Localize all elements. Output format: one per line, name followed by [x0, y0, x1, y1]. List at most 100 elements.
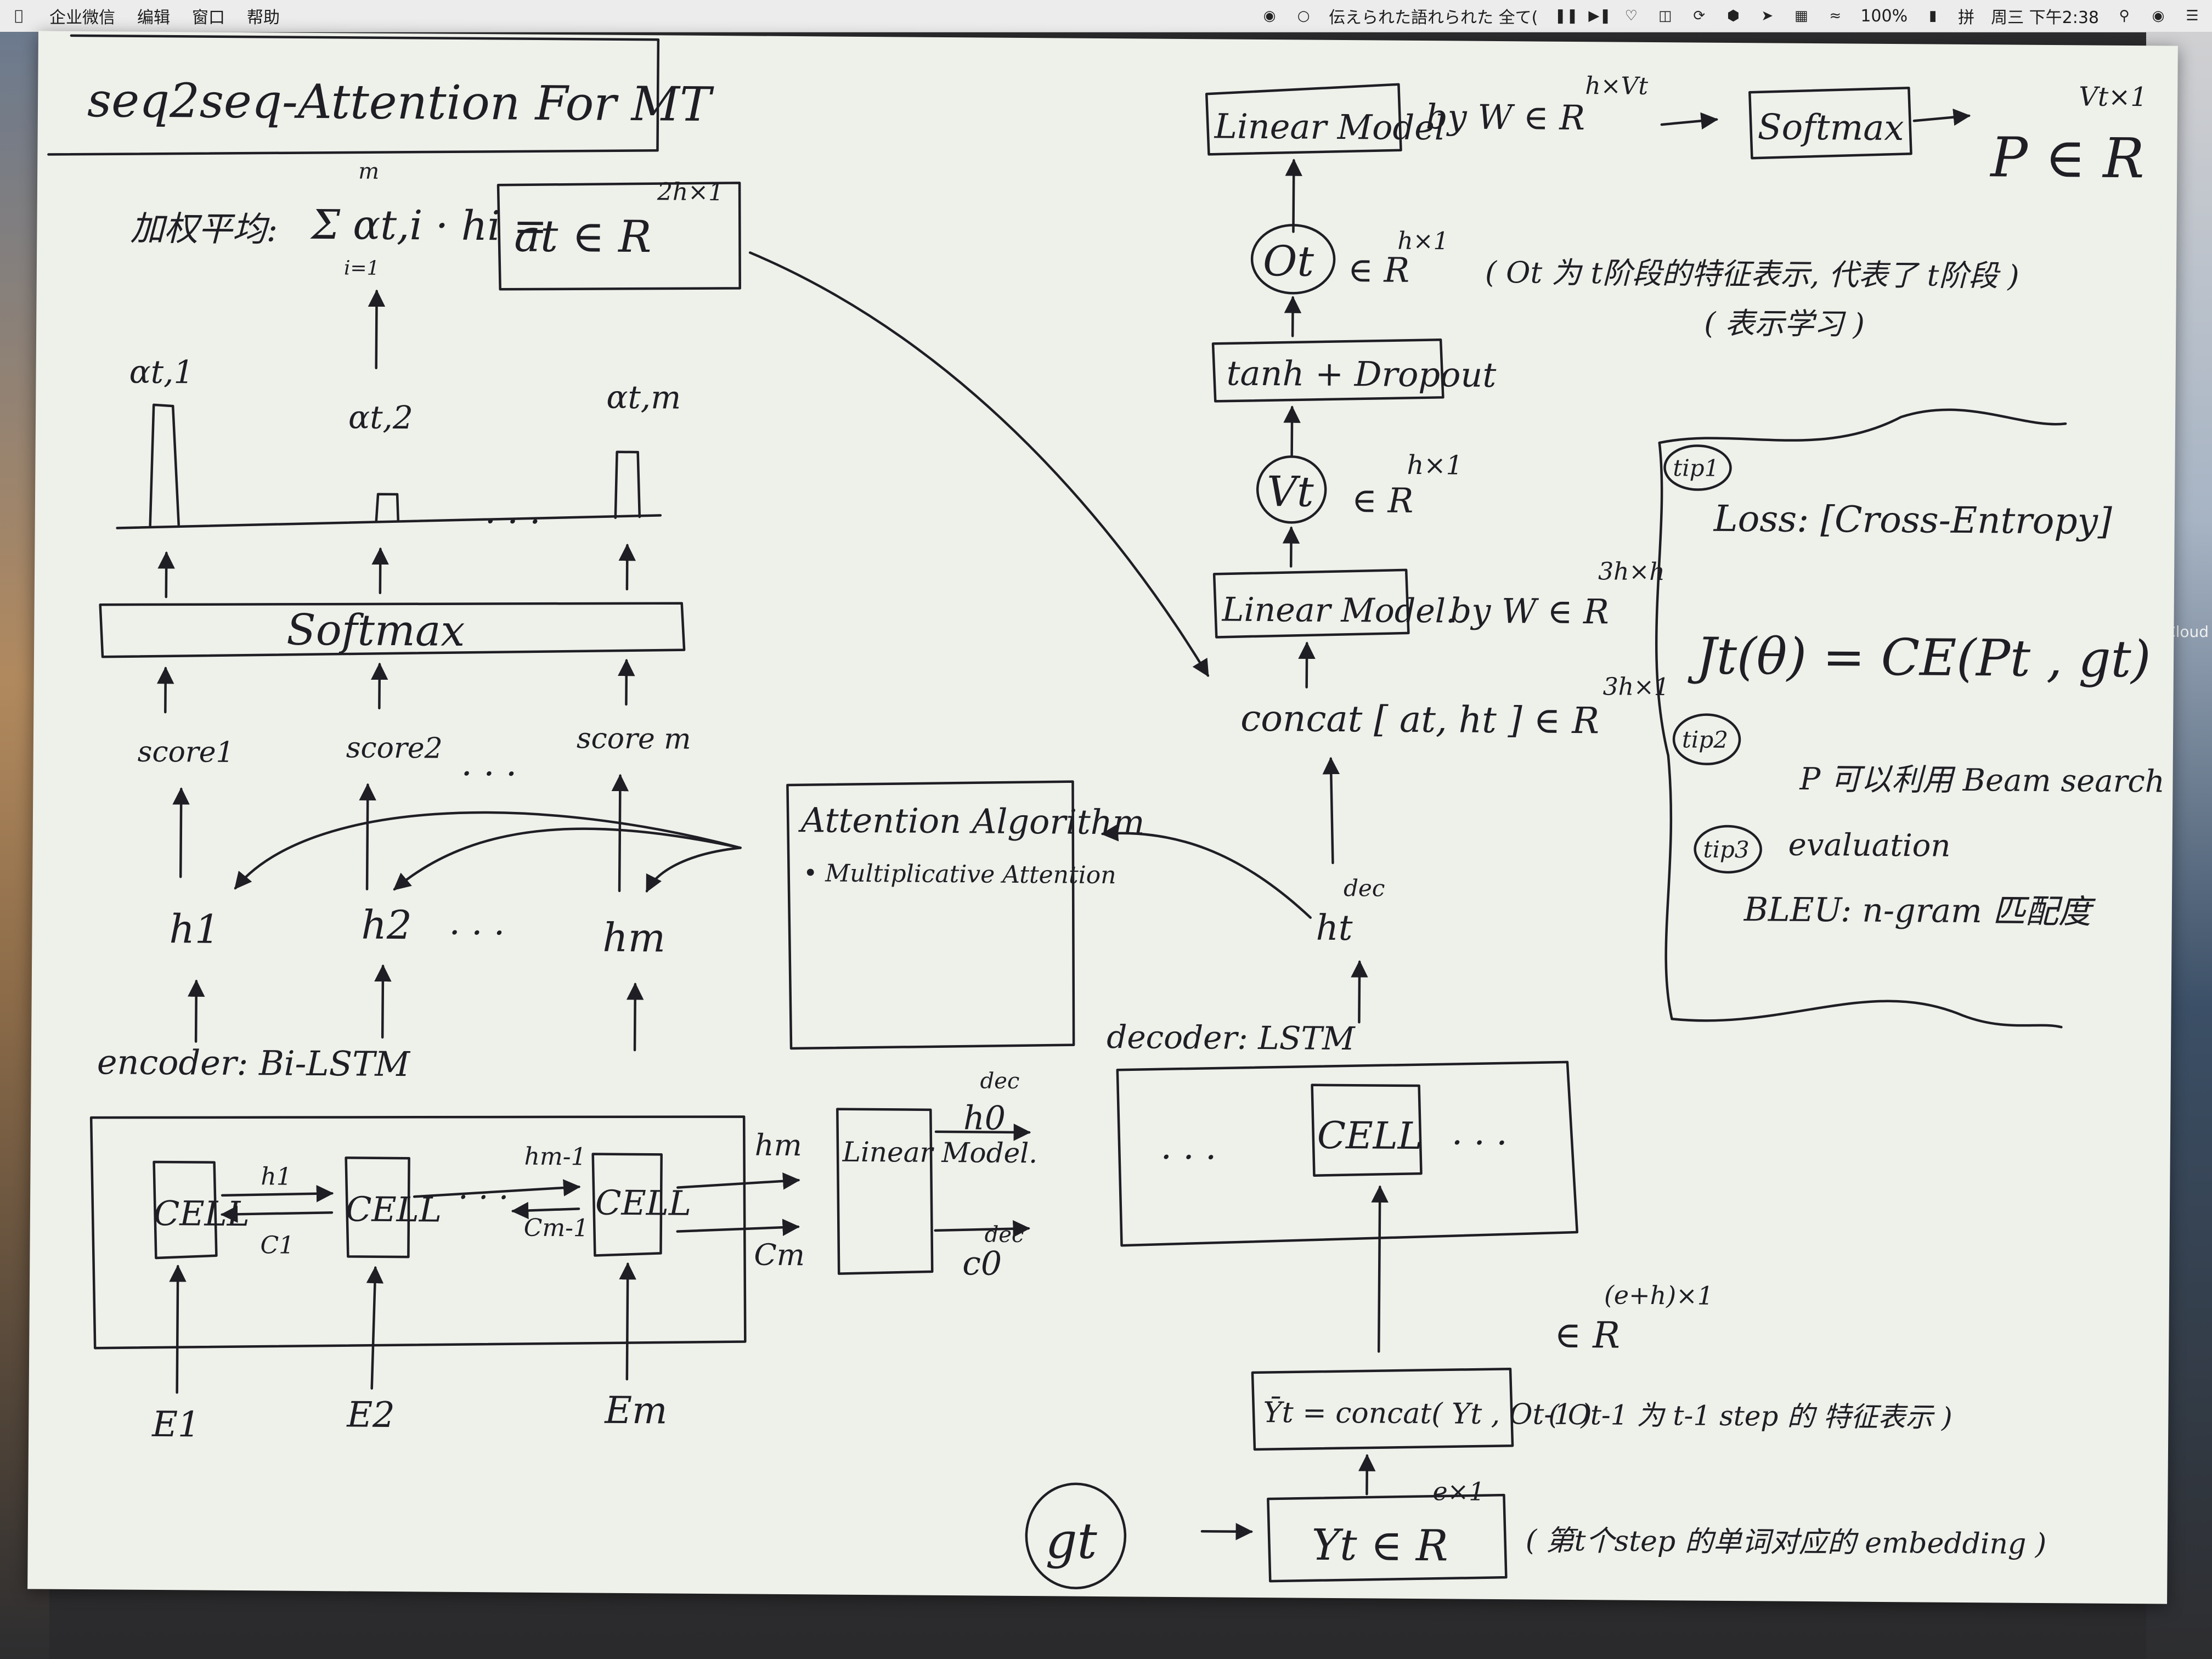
music-ticker[interactable]: 伝えられた語れられた 全て( — [1329, 8, 1538, 27]
trash-icon[interactable]: ◫ — [1658, 8, 1672, 24]
loss-label: Loss: [Cross-Entropy] — [1713, 498, 2113, 543]
output-softmax-label: Softmax — [1758, 107, 1904, 149]
alpha-t2-label: αt,2 — [348, 398, 413, 436]
menu-window[interactable]: 窗口 — [192, 8, 225, 27]
p-dimension: Vt×1 — [2079, 81, 2147, 112]
output-linear-box — [1205, 83, 1402, 156]
yt-bar-box — [1251, 1367, 1514, 1451]
decoder-ellipsis-right: · · · — [1452, 1122, 1508, 1164]
ot-note-2: ( 表示学习 ) — [1704, 306, 1865, 342]
tip1-badge — [1663, 444, 1732, 491]
vt-weight-dim: 3h×h — [1598, 557, 1665, 586]
decoder-label: decoder: LSTM — [1107, 1018, 1356, 1057]
score2-label: score2 — [346, 731, 443, 765]
c1-arrow-label: C1 — [260, 1231, 294, 1259]
cm1-arrow-label: Cm-1 — [524, 1214, 589, 1243]
encoder-ellipsis: · · · — [458, 1178, 509, 1216]
menu-app-name[interactable]: 企业微信 — [49, 8, 115, 27]
yt-embedding-note: ( 第t个step 的单词对应的 embedding ) — [1526, 1524, 2047, 1561]
wechat-icon[interactable]: ◉ — [1263, 8, 1276, 24]
encoder-hidden-states: h1 h2 hm · · · — [169, 811, 742, 961]
softmax-layer: Softmax — [99, 602, 686, 714]
yt-label: Yt ∈ R — [1311, 1521, 1448, 1571]
menu-clock[interactable]: 周三 下午2:38 — [1991, 8, 2099, 27]
ot-dim: ∈ R — [1348, 250, 1410, 290]
siri-icon[interactable]: ◉ — [2152, 8, 2165, 24]
sync-icon[interactable]: ⟳ — [1693, 8, 1706, 24]
output-softmax-box — [1748, 86, 1912, 160]
init-linear-model: Linear Model. h0 dec c0 dec — [836, 1068, 1037, 1283]
alpha-t1-bar — [149, 403, 180, 527]
send-icon[interactable]: ➤ — [1761, 8, 1774, 24]
loss-formula: Jt(θ) = CE(Pt , gt) — [1688, 627, 2151, 689]
h1-label: h1 — [169, 906, 220, 952]
shield-icon[interactable]: ⬢ — [1726, 8, 1740, 24]
E2-label: E2 — [346, 1395, 395, 1436]
h2-label: h2 — [361, 902, 412, 949]
notes-diagram: seq2seq-Attention For MT 加权平均: m Σ αt,i … — [47, 34, 2165, 1589]
battery-icon[interactable]: ▮ — [1928, 8, 1937, 24]
ht-dec-label: ht — [1316, 908, 1353, 949]
pause-icon[interactable]: ❚❚ — [1554, 8, 1578, 24]
tip2-label: tip2 — [1682, 726, 1728, 753]
h1-arrow-label: h1 — [261, 1163, 292, 1190]
gt-circle — [1025, 1482, 1127, 1589]
menu-bar-left:  企业微信 编辑 窗口 帮助 — [0, 4, 280, 28]
hm1-arrow-label: hm-1 — [524, 1143, 586, 1171]
menu-edit[interactable]: 编辑 — [137, 8, 170, 27]
next-track-icon[interactable]: ▶❚ — [1588, 8, 1612, 24]
encoder-cell-m — [591, 1153, 663, 1257]
vt-linear-box — [1212, 568, 1410, 639]
weighted-avg-label: 加权平均: — [130, 208, 278, 250]
menu-help[interactable]: 帮助 — [247, 8, 280, 27]
encoder: encoder: Bi-LSTM CELL CELL CELL h1 C1 · … — [89, 964, 805, 1446]
softmax-label: Softmax — [286, 606, 465, 656]
heart-icon[interactable]: ♡ — [1624, 8, 1638, 24]
vt-label: Vt — [1267, 467, 1314, 516]
attention-box — [786, 780, 1075, 1050]
menu-bar-right: ◉ ○ 伝えられた語れられた 全て( ❚❚ ▶❚ ♡ ◫ ⟳ ⬢ ➤ ▦ ≈ 1… — [1261, 0, 2201, 32]
keyboard-icon[interactable]: ▦ — [1795, 8, 1808, 24]
tips-section: tip1 Loss: [Cross-Entropy] Jt(θ) = CE(Pt… — [1655, 408, 2165, 1029]
tip3-label: tip3 — [1703, 836, 1749, 864]
apple-logo-icon[interactable]:  — [10, 7, 27, 25]
bleu-label: BLEU: n-gram 匹配度 — [1743, 890, 2096, 931]
tip1-label: tip1 — [1673, 454, 1719, 482]
encoder-label: encoder: Bi-LSTM — [97, 1042, 411, 1084]
yt-dim: e×1 — [1432, 1476, 1485, 1506]
input-method[interactable]: 拼 — [1958, 8, 1975, 27]
decoder-cell — [1311, 1084, 1423, 1177]
vt-dim: ∈ R — [1352, 480, 1414, 521]
spotlight-search-icon[interactable]: ⚲ — [2119, 8, 2130, 24]
hidden-ellipsis: · · · — [449, 913, 505, 954]
wifi-icon[interactable]: ≈ — [1829, 8, 1842, 24]
softmax-box — [99, 602, 686, 658]
decoder-box — [1116, 1060, 1578, 1247]
ot-circle — [1250, 224, 1336, 295]
tip3-badge — [1694, 825, 1762, 874]
scorem-label: score m — [577, 722, 691, 755]
hm-out-label: hm — [755, 1128, 802, 1163]
title-block: seq2seq-Attention For MT — [47, 34, 714, 156]
decoder: ht dec decoder: LSTM CELL · · · · · · — [1107, 757, 1578, 1353]
output-weight-dim: h×Vt — [1585, 72, 1648, 100]
encoder-cell-2 — [345, 1156, 410, 1259]
list-icon[interactable]: ☰ — [2186, 8, 2199, 24]
alpha-tm-bar — [614, 450, 641, 520]
ot-dim-sup: h×1 — [1397, 227, 1449, 256]
yt-context-note: ( Ot-1 为 t-1 step 的 特征表示 ) — [1548, 1399, 1953, 1434]
at-box — [496, 182, 741, 291]
page-title: seq2seq-Attention For MT — [87, 73, 714, 132]
tanh-dropout-label: tanh + Dropout — [1226, 353, 1496, 395]
E1-label: E1 — [151, 1404, 200, 1446]
yt-box — [1267, 1493, 1508, 1583]
tip2-badge — [1672, 713, 1741, 765]
chat-bubble-icon[interactable]: ○ — [1297, 8, 1310, 24]
battery-percent[interactable]: 100% — [1860, 6, 1908, 26]
cm-out-label: Cm — [754, 1238, 805, 1273]
c0-dec-label: c0 — [962, 1244, 1002, 1283]
decoder-ellipsis-left: · · · — [1160, 1137, 1216, 1178]
vt-weight-label: by W ∈ R — [1449, 590, 1609, 631]
encoder-box — [89, 1115, 747, 1350]
